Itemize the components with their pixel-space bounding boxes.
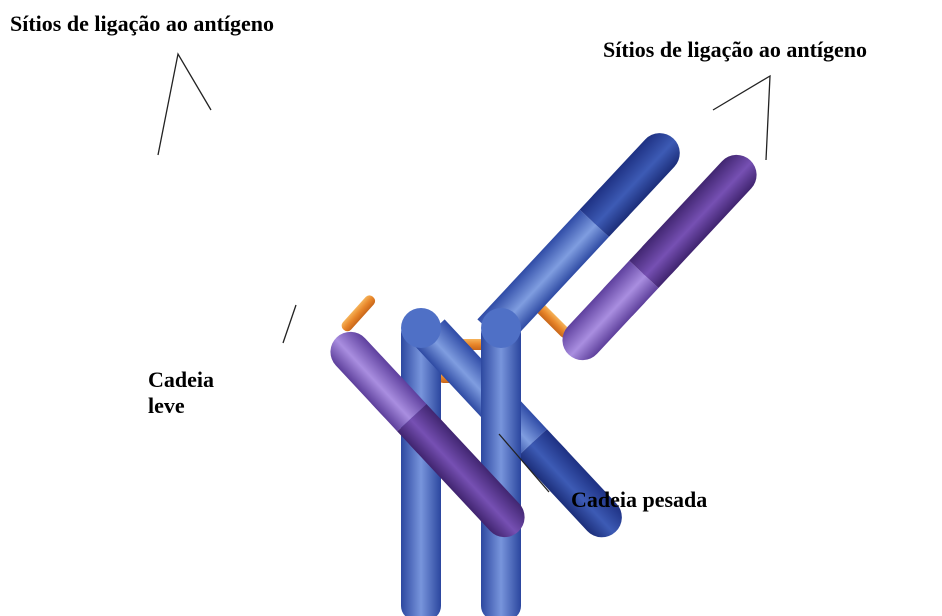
antigen-binding-sites-label-left: Sítios de ligação ao antígeno <box>10 11 274 37</box>
heavy-chain-label: Cadeia pesada <box>571 487 707 513</box>
leader-line-antigen-right <box>713 76 770 160</box>
heavy-chain-right-stem <box>481 320 521 616</box>
antigen-binding-sites-label-right: Sítios de ligação ao antígeno <box>603 37 867 63</box>
light-heavy-bond-left <box>340 293 378 333</box>
light-chain-label: Cadeia leve <box>148 367 214 419</box>
light-chain-label-line-2: leve <box>148 393 214 419</box>
leader-line-light-chain <box>283 305 296 343</box>
light-chain-label-line-1: Cadeia <box>148 367 214 393</box>
leader-line-antigen-left <box>158 54 211 155</box>
